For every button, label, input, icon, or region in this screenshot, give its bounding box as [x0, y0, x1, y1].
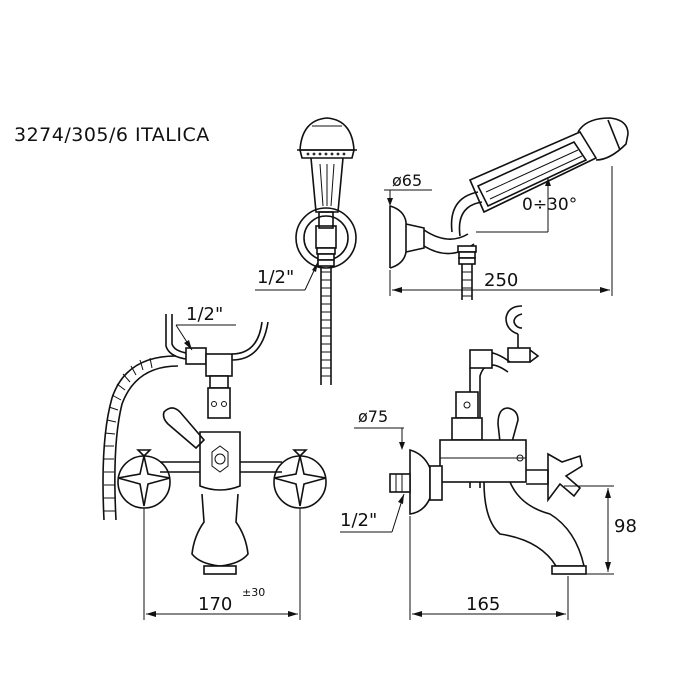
model-title: 3274/305/6 ITALICA	[14, 124, 210, 146]
dim-height-98: 98	[614, 516, 637, 537]
dim-thread-mid: 1/2"	[186, 304, 223, 325]
dim-diameter-75: ø75	[358, 407, 388, 426]
dim-width-165: 165	[466, 594, 500, 615]
dim-tolerance-30: ±30	[242, 586, 265, 599]
dim-angle: 0÷30°	[522, 195, 577, 215]
dim-diameter-65: ø65	[392, 171, 422, 190]
dim-thread-side: 1/2"	[340, 510, 377, 531]
dim-length-250: 250	[484, 270, 518, 291]
dim-width-170: 170	[198, 594, 232, 615]
hand-shower-side-view	[384, 117, 629, 300]
mixer-front-view	[102, 314, 327, 620]
hand-shower-front-view	[255, 117, 357, 385]
mixer-side-view	[340, 305, 614, 620]
dim-thread-top: 1/2"	[257, 267, 294, 288]
